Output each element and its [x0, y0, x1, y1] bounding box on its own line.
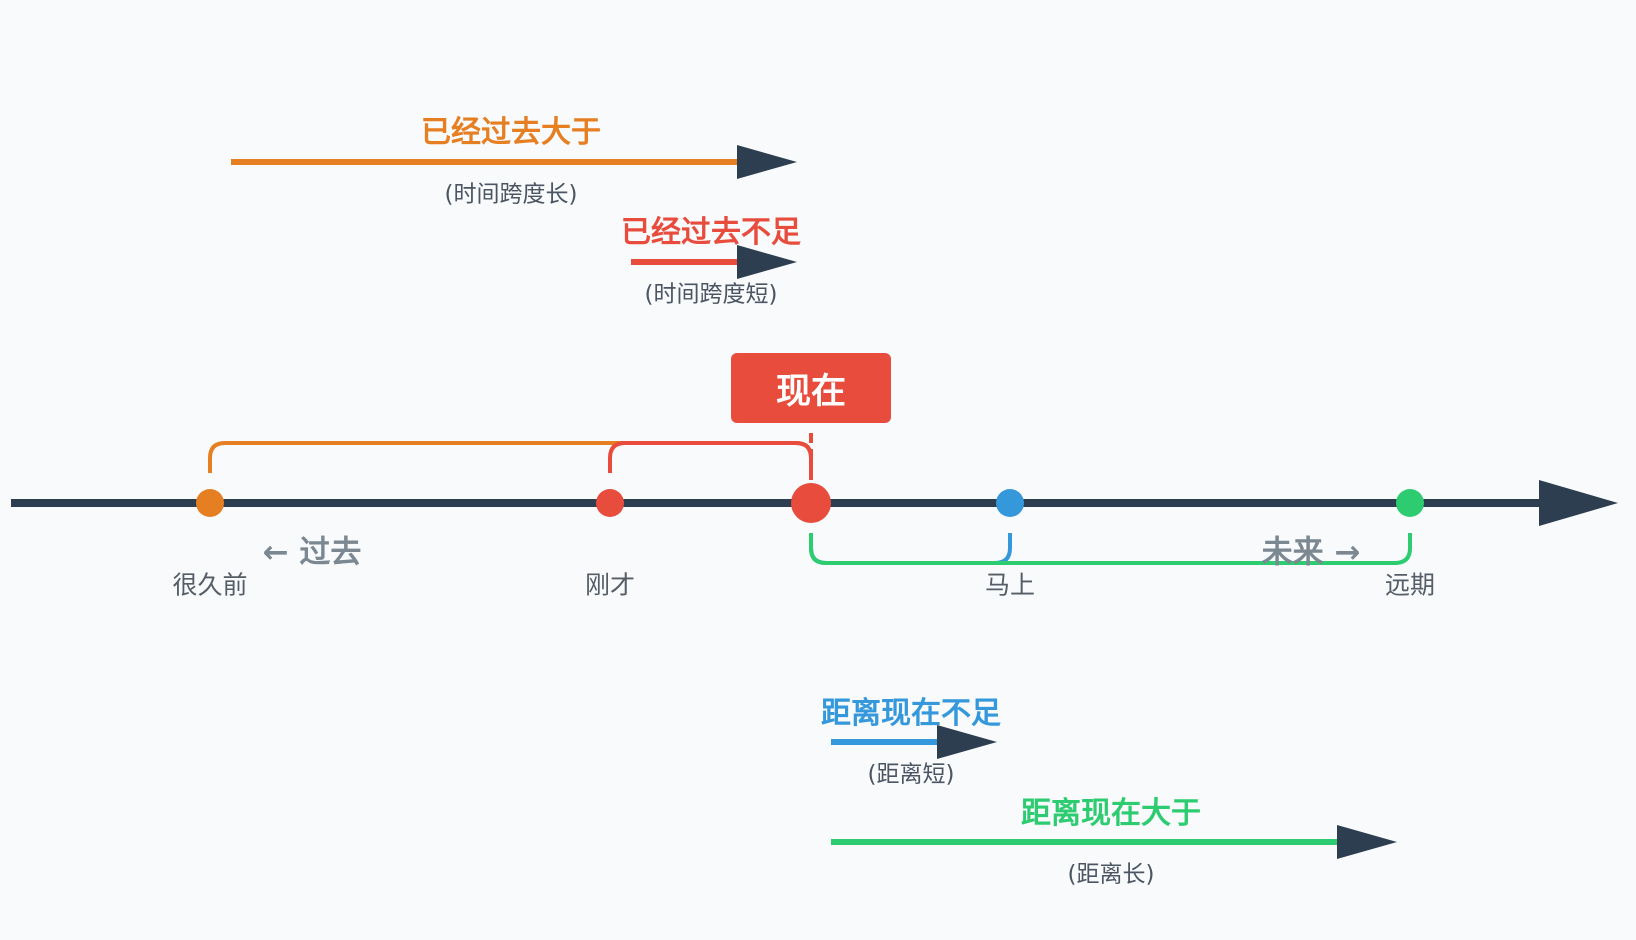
now-label-box: 现在 [731, 353, 891, 423]
short-future-arrowhead [937, 725, 997, 759]
point-just-now [596, 489, 624, 517]
long-past-bracket [208, 441, 813, 473]
short-past-arrowhead [737, 245, 797, 279]
point-far-future [1396, 489, 1424, 517]
point-soon-label: 马上 [984, 570, 1036, 600]
long-future-bracket [809, 533, 1412, 565]
long-past-arrowhead [737, 145, 797, 179]
timeline-arrowhead [1539, 480, 1618, 526]
short-future-subtitle: (距离短) [867, 761, 955, 788]
long-future-subtitle: (距离长) [1067, 861, 1155, 888]
future-direction-label: 未来 → [1261, 534, 1361, 571]
now-label: 现在 [775, 371, 846, 412]
point-far-future-label: 远期 [1384, 570, 1436, 600]
point-soon [996, 489, 1024, 517]
point-long-ago [196, 489, 224, 517]
point-now [791, 483, 831, 523]
short-past-title: 已经过去不足 [621, 215, 801, 250]
short-past-bracket [608, 441, 813, 480]
long-future-arrowhead [1337, 825, 1397, 859]
long-future-title: 距离现在大于 [1021, 796, 1201, 831]
long-past-subtitle: (时间跨度长) [444, 181, 578, 208]
long-past-title: 已经过去大于 [421, 115, 601, 150]
short-future-bracket [809, 533, 1012, 565]
short-future-title: 距离现在不足 [821, 696, 1001, 731]
point-just-now-label: 刚才 [584, 570, 636, 600]
point-long-ago-label: 很久前 [172, 570, 248, 600]
short-past-subtitle: (时间跨度短) [644, 281, 778, 308]
past-direction-label: ← 过去 [262, 534, 362, 571]
